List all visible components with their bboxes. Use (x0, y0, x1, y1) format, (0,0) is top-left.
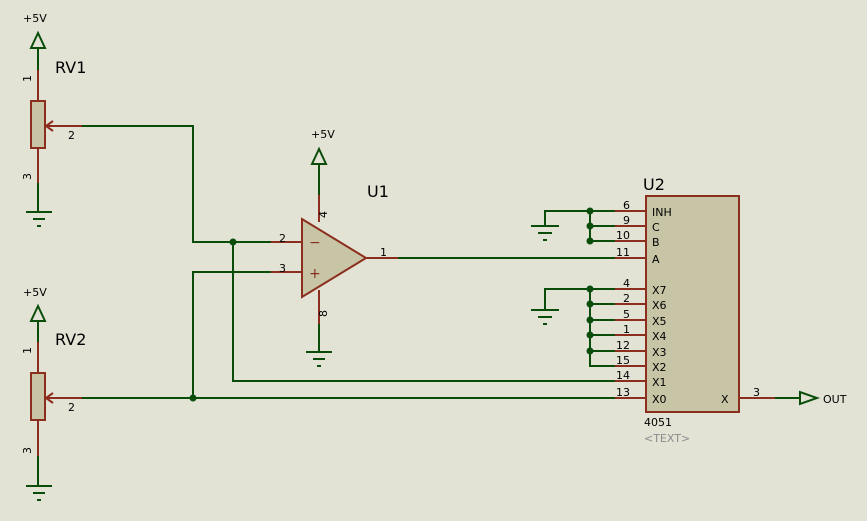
rv1-supply-label: +5V (23, 12, 47, 25)
u2-pin-number: 12 (616, 339, 630, 352)
u2-pin-number: 9 (623, 214, 630, 227)
x7-x2-tie-wire (589, 289, 615, 367)
rv1-to-u1-minus-wire (82, 125, 271, 243)
u2-pin-number: 6 (623, 199, 630, 212)
rv1-resistor-body (30, 100, 46, 149)
rv1-wiper-arrow-icon (44, 120, 54, 132)
rv2-supply-label: +5V (23, 286, 47, 299)
junction-dot (586, 207, 594, 215)
u1-pin8-number: 8 (317, 310, 330, 317)
rv2-power-arrow-icon (29, 303, 47, 322)
u2-pin-number: 4 (623, 277, 630, 290)
rv1-ref-label: RV1 (55, 58, 86, 77)
u2-pin-name: INH (652, 206, 672, 219)
rv2-wiper-arrow-icon (44, 392, 54, 404)
u2-pin-number: 10 (616, 229, 630, 242)
u2-pin-name: X2 (652, 361, 667, 374)
u2-part-label: 4051 (644, 416, 672, 429)
u2-ref-label: U2 (643, 175, 665, 194)
rv1-potentiometer[interactable]: +5V 1 3 2 RV1 (21, 12, 86, 227)
u1-pin1-number: 1 (380, 246, 387, 259)
u2-pin-number: 1 (623, 323, 630, 336)
output-terminal-icon (799, 390, 821, 406)
out-terminal[interactable]: OUT (799, 390, 847, 406)
u1-pin3-number: 3 (279, 262, 286, 275)
u1-minus-to-x1-wire (232, 242, 615, 382)
u1-supply-label: +5V (311, 128, 335, 141)
u2-pin-name: X6 (652, 299, 667, 312)
u2-pin-number: 2 (623, 292, 630, 305)
u1-inverting-sign: − (309, 235, 321, 251)
junction-dots (189, 207, 594, 402)
rv1-power-arrow-icon (29, 30, 47, 49)
rv1-pin2-number: 2 (68, 129, 75, 142)
rv2-pin3-number: 3 (21, 447, 34, 454)
u1-ref-label: U1 (367, 182, 389, 201)
u1-pin4-number: 4 (317, 211, 330, 218)
junction-dot (586, 331, 594, 339)
rv2-to-u1-plus-wire (192, 271, 271, 398)
junction-dot (586, 300, 594, 308)
junction-dot (189, 394, 197, 402)
u2-pin-name: X1 (652, 376, 667, 389)
u2-pin-name: A (652, 253, 660, 266)
u2-pin-name: C (652, 221, 660, 234)
u2-pin-name: X0 (652, 393, 667, 406)
u1-pin2-number: 2 (279, 232, 286, 245)
u2-pin-number: 14 (616, 369, 630, 382)
rv2-ref-label: RV2 (55, 330, 86, 349)
u2-text-placeholder: <TEXT> (644, 432, 690, 445)
rv2-pin2-number: 2 (68, 401, 75, 414)
u2-pin-number: 15 (616, 354, 630, 367)
rv2-potentiometer[interactable]: +5V 1 3 2 RV2 (21, 286, 86, 501)
u2-pin-number: 13 (616, 386, 630, 399)
u2-pin-name: X5 (652, 315, 667, 328)
u2-pin-number: 11 (616, 246, 630, 259)
junction-dot (586, 222, 594, 230)
u2-ground-symbols (531, 225, 559, 325)
u2-x-pin-number: 3 (753, 386, 760, 399)
rv2-pin1-number: 1 (21, 347, 34, 354)
u1-noninverting-sign: + (309, 266, 321, 282)
u1-opamp[interactable]: +5V 4 8 2 3 1 − + U1 (271, 128, 398, 367)
u2-x-pin-name: X (721, 393, 729, 406)
u2-pin-name: B (652, 236, 660, 249)
wire-nets (82, 125, 800, 399)
rv1-pin1-number: 1 (21, 75, 34, 82)
u1-power-arrow-icon (310, 146, 328, 165)
u2-chip-body (645, 195, 740, 413)
junction-dot (586, 347, 594, 355)
junction-dot (586, 316, 594, 324)
out-terminal-label: OUT (823, 393, 847, 406)
rv1-pin3-number: 3 (21, 173, 34, 180)
x7-ground-wire (544, 288, 615, 310)
u1-opamp-body (301, 217, 368, 299)
junction-dot (229, 238, 237, 246)
junction-dot (586, 285, 594, 293)
rv2-resistor-body (30, 372, 46, 421)
junction-dot (586, 237, 594, 245)
u2-pin-number: 5 (623, 308, 630, 321)
u2-pin-name: X7 (652, 284, 667, 297)
inh-ground-wire (544, 210, 615, 226)
u2-pin-name: X4 (652, 330, 667, 343)
u2-pin-name: X3 (652, 346, 667, 359)
